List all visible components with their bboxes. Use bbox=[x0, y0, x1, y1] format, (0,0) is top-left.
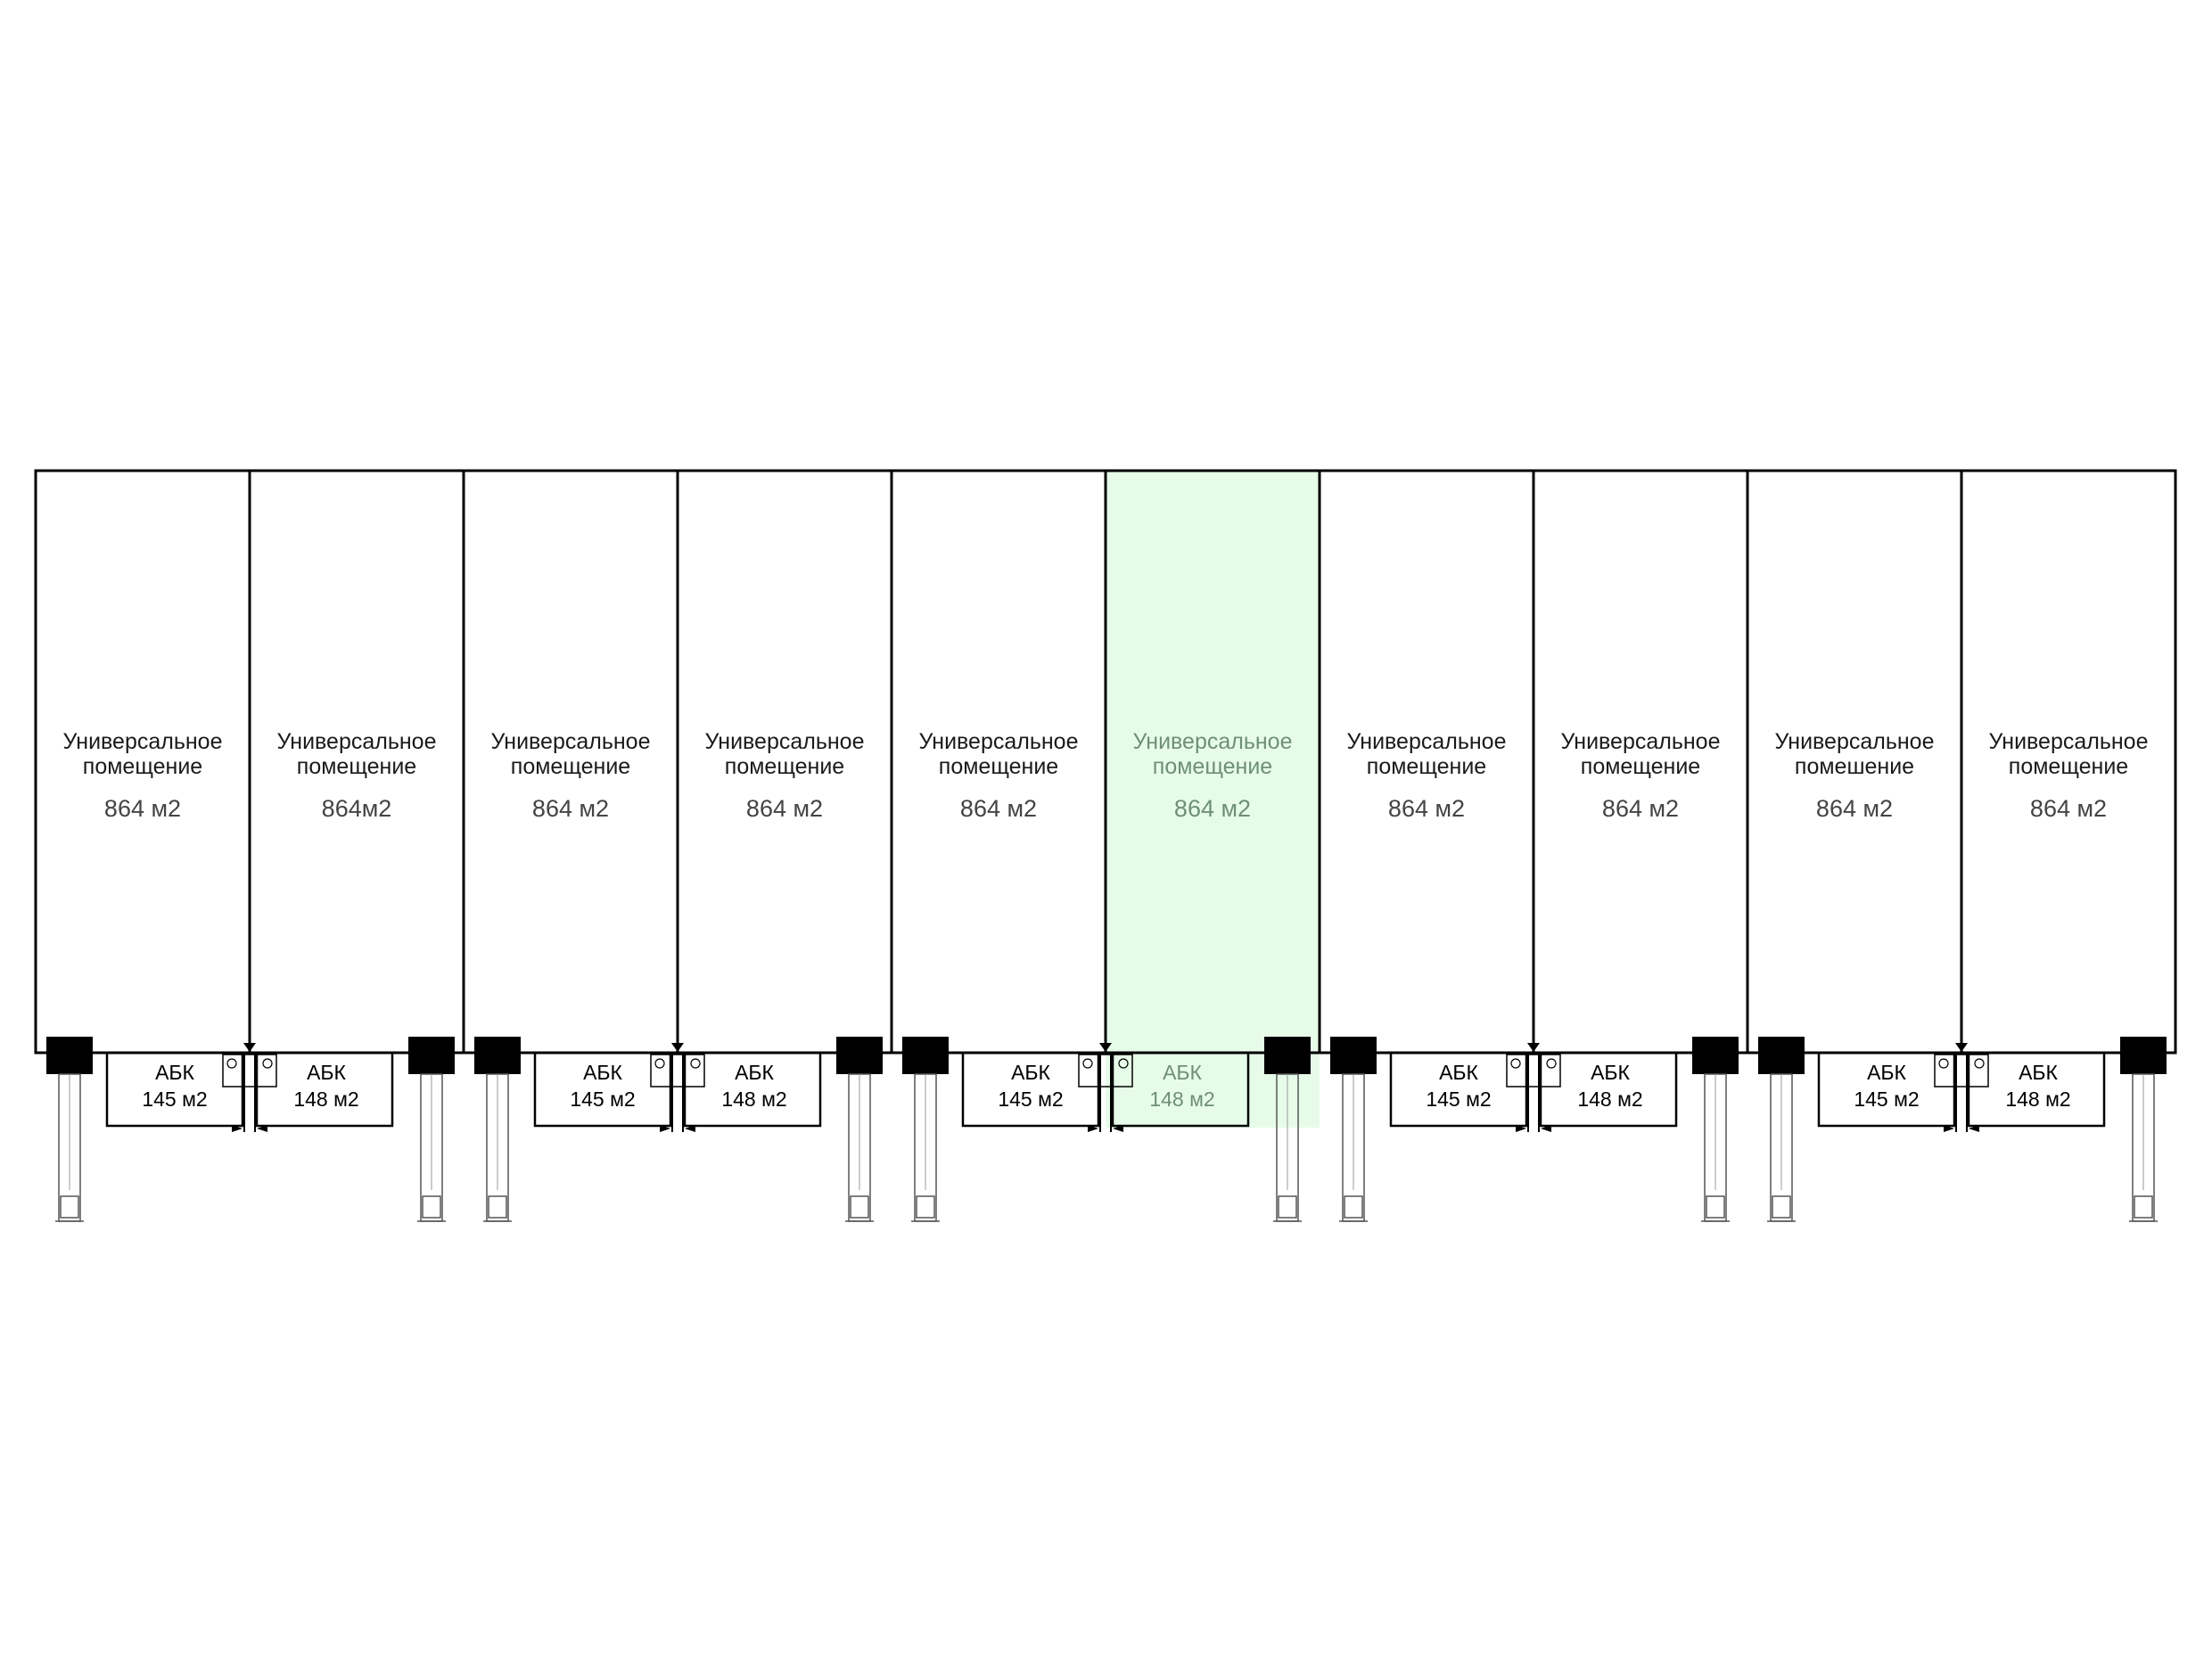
column-block bbox=[2120, 1037, 2167, 1074]
column-block bbox=[902, 1037, 949, 1074]
highlighted-unit-fill bbox=[1106, 471, 1320, 1128]
unit-area: 864 м2 bbox=[104, 795, 181, 822]
column-block bbox=[836, 1037, 883, 1074]
column-block bbox=[408, 1037, 455, 1074]
abk-area: 148 м2 bbox=[2005, 1088, 2070, 1111]
unit-area: 864 м2 bbox=[960, 795, 1037, 822]
unit-name-line2: помещение bbox=[725, 754, 844, 779]
entrance-vestibule bbox=[1078, 1054, 1133, 1088]
entrance-vestibule bbox=[650, 1054, 705, 1088]
unit-name-line1: Универсальное bbox=[1133, 729, 1293, 754]
column-block bbox=[1758, 1037, 1805, 1074]
abk-label: АБК bbox=[2019, 1061, 2058, 1084]
column-block bbox=[1330, 1037, 1377, 1074]
abk-room bbox=[1389, 1051, 1528, 1128]
unit-name-line2: помешение bbox=[1795, 754, 1914, 779]
entrance-vestibule bbox=[1934, 1054, 1989, 1088]
abk-room bbox=[1539, 1051, 1678, 1128]
abk-area: 145 м2 bbox=[998, 1088, 1063, 1111]
abk-area: 145 м2 bbox=[142, 1088, 207, 1111]
abk-area: 148 м2 bbox=[721, 1088, 786, 1111]
abk-area: 148 м2 bbox=[1149, 1088, 1214, 1111]
abk-room bbox=[1111, 1051, 1250, 1128]
unit-area: 864 м2 bbox=[1602, 795, 1679, 822]
unit-name-line1: Универсальное bbox=[491, 729, 651, 754]
unit-area: 864 м2 bbox=[532, 795, 609, 822]
unit-name-line2: помещение bbox=[297, 754, 416, 779]
unit-name-line2: помещение bbox=[1367, 754, 1486, 779]
unit-area: 864м2 bbox=[322, 795, 392, 822]
abk-label: АБК bbox=[1867, 1061, 1906, 1084]
unit-name-line2: помещение bbox=[1153, 754, 1272, 779]
abk-label: АБК bbox=[735, 1061, 774, 1084]
unit-area: 864 м2 bbox=[2030, 795, 2107, 822]
unit-name-line1: Универсальное bbox=[63, 729, 223, 754]
abk-room bbox=[105, 1051, 244, 1128]
abk-room bbox=[1967, 1051, 2106, 1128]
abk-label: АБК bbox=[307, 1061, 346, 1084]
unit-name-line1: Универсальное bbox=[1775, 729, 1935, 754]
unit-area: 864 м2 bbox=[1388, 795, 1465, 822]
unit-area: 864 м2 bbox=[1174, 795, 1251, 822]
abk-label: АБК bbox=[1163, 1061, 1202, 1084]
abk-room bbox=[683, 1051, 822, 1128]
abk-label: АБК bbox=[1591, 1061, 1630, 1084]
abk-label: АБК bbox=[1011, 1061, 1050, 1084]
unit-name-line2: помещение bbox=[2009, 754, 2128, 779]
unit-name-line1: Универсальное bbox=[919, 729, 1079, 754]
abk-room bbox=[961, 1051, 1100, 1128]
abk-room bbox=[533, 1051, 672, 1128]
unit-name-line1: Универсальное bbox=[705, 729, 865, 754]
abk-label: АБК bbox=[155, 1061, 194, 1084]
unit-name-line1: Универсальное bbox=[277, 729, 437, 754]
entrance-vestibule bbox=[1506, 1054, 1561, 1088]
abk-area: 145 м2 bbox=[1854, 1088, 1919, 1111]
unit-name-line2: помещение bbox=[1581, 754, 1700, 779]
abk-room bbox=[255, 1051, 394, 1128]
abk-area: 148 м2 bbox=[293, 1088, 358, 1111]
unit-name-line2: помещение bbox=[939, 754, 1058, 779]
unit-area: 864 м2 bbox=[746, 795, 823, 822]
entrance-vestibule bbox=[222, 1054, 277, 1088]
unit-name-line2: помещение bbox=[83, 754, 202, 779]
unit-area: 864 м2 bbox=[1816, 795, 1893, 822]
abk-label: АБК bbox=[583, 1061, 622, 1084]
abk-area: 148 м2 bbox=[1577, 1088, 1642, 1111]
abk-label: АБК bbox=[1439, 1061, 1478, 1084]
unit-name-line1: Универсальное bbox=[1989, 729, 2149, 754]
column-block bbox=[1264, 1037, 1311, 1074]
column-block bbox=[46, 1037, 93, 1074]
column-block bbox=[474, 1037, 521, 1074]
unit-name-line2: помещение bbox=[511, 754, 630, 779]
abk-room bbox=[1817, 1051, 1956, 1128]
column-block bbox=[1692, 1037, 1739, 1074]
unit-name-line1: Универсальное bbox=[1561, 729, 1721, 754]
unit-name-line1: Универсальное bbox=[1347, 729, 1507, 754]
abk-area: 145 м2 bbox=[1426, 1088, 1491, 1111]
abk-area: 145 м2 bbox=[570, 1088, 635, 1111]
